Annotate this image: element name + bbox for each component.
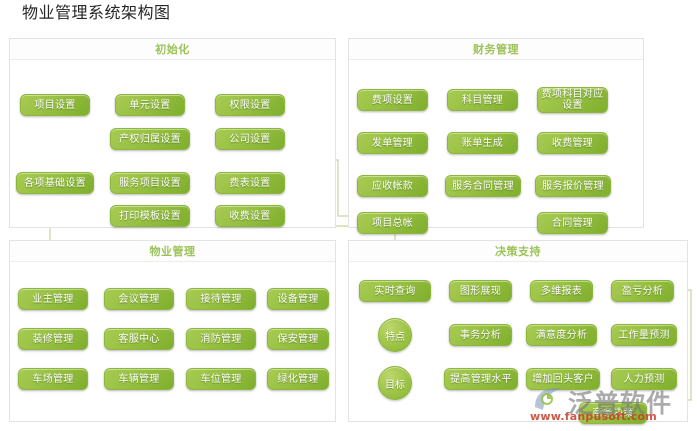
node-equipment-management[interactable]: 设备管理 xyxy=(267,288,329,310)
node-reception-management[interactable]: 接待管理 xyxy=(186,288,256,310)
node-service-contract-management[interactable]: 服务合同管理 xyxy=(445,175,521,197)
node-customer-service-center[interactable]: 客服中心 xyxy=(104,328,174,350)
panel-init: 初始化 项目设置 单元设置 权限设置 产权归属设置 公司设置 各项基础设置 服务… xyxy=(9,38,336,228)
node-contract-management[interactable]: 合同管理 xyxy=(537,212,608,234)
panel-header: 物业管理 xyxy=(10,241,335,262)
panel-header: 决策支持 xyxy=(349,241,687,262)
panel-body: 业主管理 会议管理 接待管理 设备管理 装修管理 客服中心 消防管理 保安管理 … xyxy=(10,262,335,421)
node-fee-subject-mapping[interactable]: 费项科目对应设置 xyxy=(537,87,608,113)
node-fee-table-settings[interactable]: 费表设置 xyxy=(215,172,285,194)
node-charge-management[interactable]: 收费管理 xyxy=(537,132,608,154)
panel-body: 费项设置 科目管理 费项科目对应设置 发单管理 账单生成 收费管理 应收帐款 服… xyxy=(349,60,643,234)
node-manpower-forecast[interactable]: 人力预测 xyxy=(611,368,677,390)
node-invoice-management[interactable]: 发单管理 xyxy=(357,132,428,154)
panel-header: 财务管理 xyxy=(349,39,643,60)
node-fee-item-settings[interactable]: 费项设置 xyxy=(357,89,428,111)
node-print-template-settings[interactable]: 打印模板设置 xyxy=(110,205,190,227)
node-permission-settings[interactable]: 权限设置 xyxy=(215,94,285,116)
node-fire-management[interactable]: 消防管理 xyxy=(186,328,256,350)
node-workload-forecast[interactable]: 工作量预测 xyxy=(611,324,677,346)
node-parking-lot-management[interactable]: 车场管理 xyxy=(18,368,88,390)
panel-decision: 决策支持 实时查询 图形展现 多维报表 盈亏分析 特点 目标 事务分析 满意度分… xyxy=(348,240,688,424)
panel-title: 初始化 xyxy=(155,43,190,56)
node-realtime-query[interactable]: 实时查询 xyxy=(359,280,431,302)
circle-feature[interactable]: 特点 xyxy=(378,318,412,352)
panel-property: 物业管理 业主管理 会议管理 接待管理 设备管理 装修管理 客服中心 消防管理 … xyxy=(9,240,336,422)
node-profit-loss-analysis[interactable]: 盈亏分析 xyxy=(611,280,674,302)
node-satisfaction-analysis[interactable]: 满意度分析 xyxy=(526,324,597,346)
node-meeting-management[interactable]: 会议管理 xyxy=(104,288,174,310)
node-increase-repeat-customers[interactable]: 增加回头客户 xyxy=(526,368,600,390)
node-bill-generation[interactable]: 账单生成 xyxy=(447,132,518,154)
node-security-management[interactable]: 保安管理 xyxy=(267,328,329,350)
node-multidim-report[interactable]: 多维报表 xyxy=(530,280,593,302)
page-title: 物业管理系统架构图 xyxy=(22,3,171,22)
panel-header: 初始化 xyxy=(10,39,335,60)
node-company-settings[interactable]: 公司设置 xyxy=(215,128,285,150)
node-service-quote-management[interactable]: 服务报价管理 xyxy=(535,175,611,197)
panel-title: 财务管理 xyxy=(473,43,519,56)
panel-title: 决策支持 xyxy=(495,245,541,258)
node-business-decision[interactable]: 商务决策 xyxy=(579,402,647,424)
circle-goal[interactable]: 目标 xyxy=(378,366,412,400)
panel-finance: 财务管理 费项设置 科目管理 费项科目对应设置 发单管理 账单生成 收费管理 应… xyxy=(348,38,644,234)
node-base-settings[interactable]: 各项基础设置 xyxy=(16,172,94,194)
node-charge-settings[interactable]: 收费设置 xyxy=(215,205,285,227)
node-vehicle-management[interactable]: 车辆管理 xyxy=(104,368,174,390)
node-subject-management[interactable]: 科目管理 xyxy=(447,89,518,111)
node-service-item-settings[interactable]: 服务项目设置 xyxy=(110,172,190,194)
node-owner-management[interactable]: 业主管理 xyxy=(18,288,88,310)
panel-title: 物业管理 xyxy=(149,245,196,258)
node-transaction-analysis[interactable]: 事务分析 xyxy=(449,324,512,346)
node-unit-settings[interactable]: 单元设置 xyxy=(115,94,185,116)
node-graphic-display[interactable]: 图形展现 xyxy=(449,280,512,302)
node-parking-space-management[interactable]: 车位管理 xyxy=(186,368,256,390)
node-project-ledger[interactable]: 项目总帐 xyxy=(357,212,428,234)
node-receivables[interactable]: 应收帐款 xyxy=(357,175,428,197)
node-greening-management[interactable]: 绿化管理 xyxy=(267,368,329,390)
panel-body: 实时查询 图形展现 多维报表 盈亏分析 特点 目标 事务分析 满意度分析 工作量… xyxy=(349,262,687,424)
panel-body: 项目设置 单元设置 权限设置 产权归属设置 公司设置 各项基础设置 服务项目设置… xyxy=(10,60,335,227)
node-improve-management[interactable]: 提高管理水平 xyxy=(444,368,518,390)
node-project-settings[interactable]: 项目设置 xyxy=(20,94,90,116)
node-decoration-management[interactable]: 装修管理 xyxy=(18,328,88,350)
node-ownership-settings[interactable]: 产权归属设置 xyxy=(110,128,190,150)
